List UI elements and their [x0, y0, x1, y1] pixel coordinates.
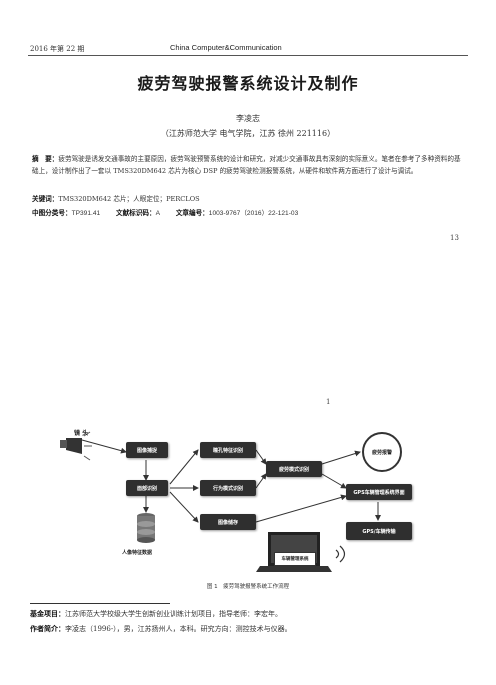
image-capture-node: 图像捕捉	[126, 442, 168, 458]
footnote-divider	[30, 603, 170, 604]
figure-caption: 图 1 疲劳驾驶报警系统工作流程	[206, 584, 290, 590]
author-bio-text: 李凌志（1996-），男，江苏扬州人，本科。研究方向：测控技术与仪器。	[65, 625, 292, 633]
database-icon	[137, 513, 155, 543]
gps-ui-node: GPS车辆管理系统界面	[346, 484, 412, 500]
behavior-pattern-node: 行为模式识别	[200, 480, 256, 496]
face-detect-node: 面部识别	[126, 480, 168, 496]
fatigue-mode-node: 疲劳模式识别	[266, 461, 322, 477]
abstract-text: 疲劳驾驶是诱发交通事故的主要原因，疲劳驾驶预警系统的设计和研究，对减少交通事故具…	[32, 155, 461, 175]
classification-line: 中图分类号：TP391.41 文献标识码：A 文章编号：1003-9767（20…	[32, 207, 312, 217]
system-flow-figure: 镜 头 图像捕捉 面部识别 人像特征数据 瞳孔特征识别 行为模式识别 图像储存 …	[60, 410, 440, 582]
lens-label: 镜 头	[74, 430, 89, 437]
wireless-signal-icon	[335, 545, 346, 563]
article-number-value: 1003-9767（2016）22-121-03	[208, 210, 299, 217]
abstract: 摘 要：疲劳驾驶是诱发交通事故的主要原因，疲劳驾驶预警系统的设计和研究，对减少交…	[32, 153, 464, 177]
section-mark: 1	[326, 398, 331, 406]
article-number-label: 文章编号：	[175, 210, 209, 217]
author-bio-label: 作者简介：	[30, 624, 65, 633]
fund-text: 江苏师范大学校级大学生创新创业训练计划项目，指导老师：李宏年。	[65, 610, 282, 618]
fleet-management-label: 车辆管理系统	[274, 552, 316, 566]
affiliation: （江苏师范大学 电气学院，江苏 徐州 221116）	[160, 129, 336, 138]
author-bio: 作者简介：李凌志（1996-），男，江苏扬州人，本科。研究方向：测控技术与仪器。	[30, 624, 292, 634]
camera-lens-icon	[60, 431, 92, 461]
doc-code-label: 文献标识码：	[116, 210, 156, 217]
doc-code-value: A	[155, 210, 160, 217]
fatigue-alarm-node: 疲劳报警	[362, 432, 402, 472]
fund-label: 基金项目：	[30, 609, 65, 618]
clc-label: 中图分类号：	[32, 210, 72, 217]
gps-track-node: GPS/车辆传输	[346, 522, 412, 540]
issue-label: 2016 年第 22 期	[30, 45, 85, 53]
header-divider	[28, 55, 468, 56]
fund-note: 基金项目：江苏师范大学校级大学生创新创业训练计划项目，指导老师：李宏年。	[30, 609, 282, 619]
paper-title: 疲劳驾驶报警系统设计及制作	[137, 74, 359, 93]
abstract-label: 摘 要：	[32, 155, 59, 163]
pupil-feature-node: 瞳孔特征识别	[200, 442, 256, 458]
keywords: 关键词：TMS320DM642 芯片；人眼定位；PERCLOS	[32, 193, 200, 203]
face-database-label: 人像特征数据	[122, 550, 153, 556]
clc-value: TP391.41	[71, 210, 101, 217]
author-name: 李凌志	[236, 114, 260, 123]
image-storage-node: 图像储存	[200, 514, 256, 530]
page-number: 13	[450, 234, 459, 242]
journal-name: China Computer&Communication	[170, 43, 282, 52]
keywords-label: 关键词：	[32, 195, 59, 203]
keywords-text: TMS320DM642 芯片；人眼定位；PERCLOS	[58, 195, 200, 203]
